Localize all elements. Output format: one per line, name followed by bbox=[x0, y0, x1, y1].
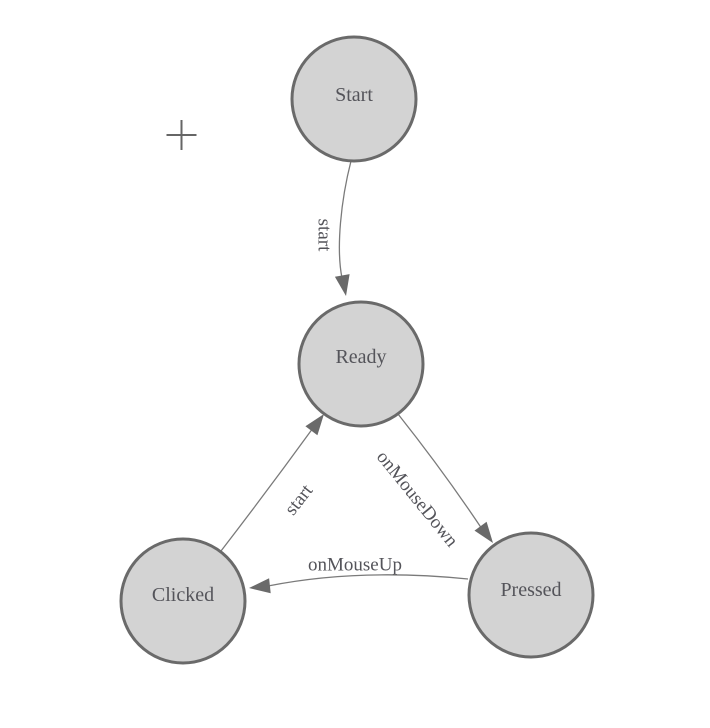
edge-label: onMouseUp bbox=[308, 555, 402, 576]
state-node-pressed: Pressed bbox=[467, 531, 595, 659]
edge-line[interactable] bbox=[397, 413, 483, 530]
arrowhead-icon bbox=[249, 578, 271, 594]
arrowhead-icon bbox=[305, 414, 324, 436]
node-label: Ready bbox=[335, 346, 386, 368]
edge-label: start bbox=[314, 219, 335, 252]
node-circle[interactable] bbox=[119, 537, 247, 665]
state-node-start: Start bbox=[290, 35, 418, 163]
node-label: Pressed bbox=[500, 579, 561, 601]
node-circle[interactable] bbox=[467, 531, 595, 659]
state-node-clicked: Clicked bbox=[119, 537, 247, 665]
edge-label: onMouseDown bbox=[372, 447, 462, 552]
node-label: Start bbox=[335, 84, 373, 106]
edge-line[interactable] bbox=[220, 427, 314, 552]
node-circle[interactable] bbox=[290, 35, 418, 163]
state-node-ready: Ready bbox=[297, 300, 425, 428]
node-circle[interactable] bbox=[297, 300, 425, 428]
edge-start-to-ready: start bbox=[314, 160, 352, 296]
edge-ready-to-pressed: onMouseDown bbox=[372, 413, 493, 552]
edge-label: start bbox=[281, 480, 318, 519]
node-label: Clicked bbox=[152, 584, 214, 606]
arrowhead-icon bbox=[474, 521, 493, 543]
edge-line[interactable] bbox=[267, 574, 469, 587]
crosshair-icon bbox=[166, 120, 197, 150]
edge-clicked-to-ready: start bbox=[220, 414, 324, 552]
edge-line[interactable] bbox=[338, 160, 352, 279]
arrowhead-icon bbox=[334, 274, 350, 296]
edge-pressed-to-clicked: onMouseUp bbox=[249, 555, 469, 594]
